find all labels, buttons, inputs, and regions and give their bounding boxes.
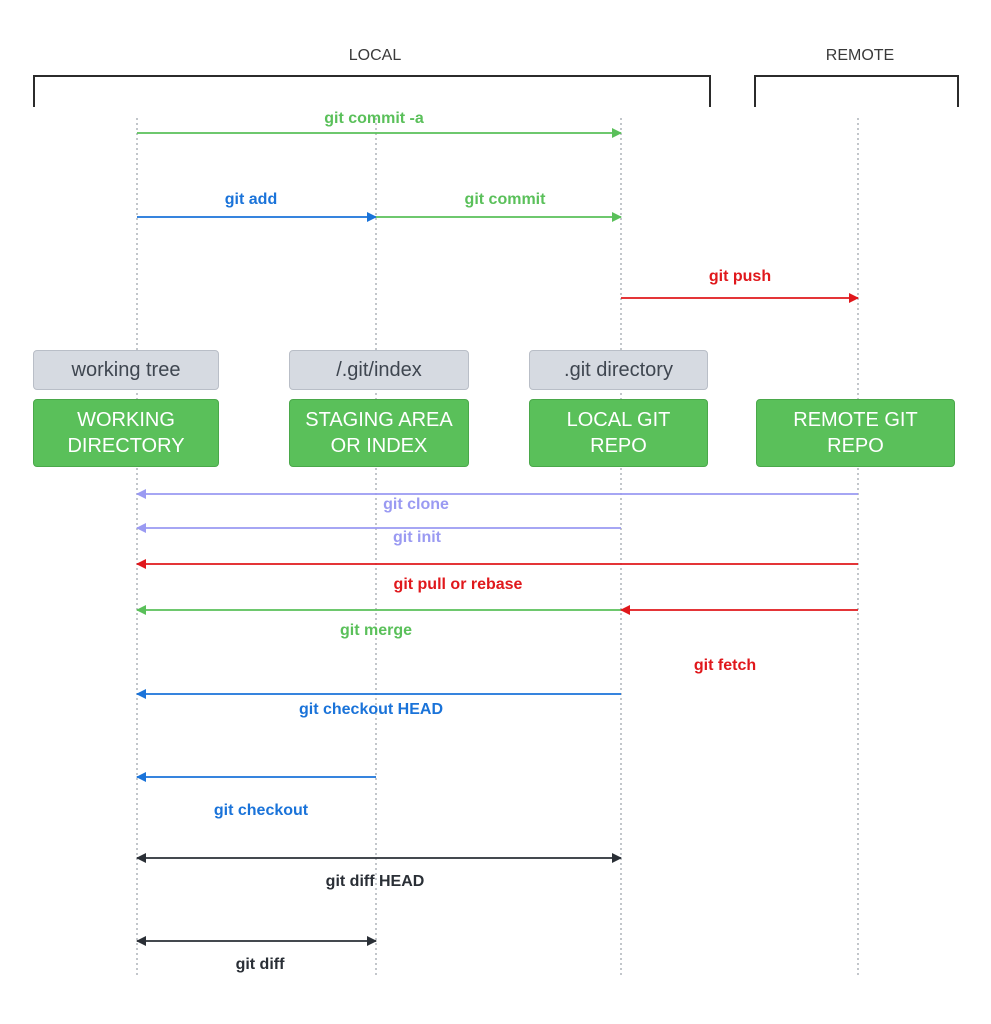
remote-repo-box: REMOTE GIT REPO (756, 399, 955, 467)
local-bracket (33, 75, 711, 107)
pull-label: git pull or rebase (393, 576, 523, 593)
checkout-head-label: git checkout HEAD (298, 701, 444, 718)
clone-label: git clone (383, 496, 449, 513)
remote-section-title: REMOTE (825, 47, 895, 64)
staging-area-box: STAGING AREA OR INDEX (289, 399, 469, 467)
add-label: git add (224, 191, 278, 208)
fetch-label: git fetch (693, 657, 757, 674)
init-label: git init (393, 529, 441, 546)
diff-label: git diff (235, 956, 285, 973)
working-tree-label: working tree (33, 350, 219, 390)
diff-head-label: git diff HEAD (325, 873, 425, 890)
commit-label: git commit (464, 191, 546, 208)
checkout-label: git checkout (213, 802, 309, 819)
git-index-label: /.git/index (289, 350, 469, 390)
local-section-title: LOCAL (348, 47, 402, 64)
merge-label: git merge (339, 622, 413, 639)
commit-a-label: git commit -a (324, 110, 424, 127)
remote-bracket (754, 75, 959, 107)
working-directory-box: WORKING DIRECTORY (33, 399, 219, 467)
local-repo-box: LOCAL GIT REPO (529, 399, 708, 467)
push-label: git push (708, 268, 772, 285)
git-directory-label: .git directory (529, 350, 708, 390)
